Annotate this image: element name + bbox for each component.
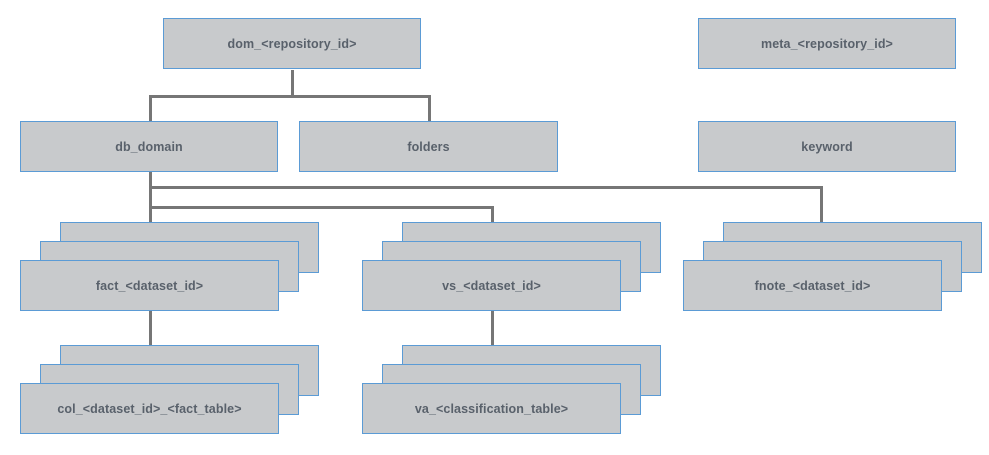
node-fnote-stack[interactable]: fnote_<dataset_id> bbox=[683, 222, 983, 312]
node-fact[interactable]: fact_<dataset_id> bbox=[20, 260, 279, 311]
edge-dom-to-db-domain bbox=[149, 95, 152, 122]
edge-dom-stem bbox=[291, 70, 294, 97]
edge-db-domain-bus-vs bbox=[149, 206, 494, 209]
node-fact-stack[interactable]: fact_<dataset_id> bbox=[20, 222, 320, 312]
node-dom[interactable]: dom_<repository_id> bbox=[163, 18, 421, 69]
node-vs-label: vs_<dataset_id> bbox=[442, 278, 541, 293]
node-va-stack[interactable]: va_<classification_table> bbox=[362, 345, 662, 435]
node-meta-label: meta_<repository_id> bbox=[761, 36, 893, 51]
node-db-domain-label: db_domain bbox=[115, 139, 183, 154]
edge-db-domain-stem bbox=[149, 171, 152, 209]
node-fnote[interactable]: fnote_<dataset_id> bbox=[683, 260, 942, 311]
node-keyword[interactable]: keyword bbox=[698, 121, 956, 172]
node-dom-label: dom_<repository_id> bbox=[227, 36, 357, 51]
node-col-label: col_<dataset_id>_<fact_table> bbox=[57, 401, 242, 416]
edge-dom-to-folders bbox=[428, 95, 431, 122]
node-folders-label: folders bbox=[407, 139, 450, 154]
node-col-stack[interactable]: col_<dataset_id>_<fact_table> bbox=[20, 345, 320, 435]
node-col[interactable]: col_<dataset_id>_<fact_table> bbox=[20, 383, 279, 434]
node-va[interactable]: va_<classification_table> bbox=[362, 383, 621, 434]
node-fact-label: fact_<dataset_id> bbox=[95, 278, 204, 293]
node-vs-stack[interactable]: vs_<dataset_id> bbox=[362, 222, 662, 312]
node-db-domain[interactable]: db_domain bbox=[20, 121, 278, 172]
node-va-label: va_<classification_table> bbox=[414, 401, 569, 416]
node-vs[interactable]: vs_<dataset_id> bbox=[362, 260, 621, 311]
node-fnote-label: fnote_<dataset_id> bbox=[754, 278, 871, 293]
node-meta[interactable]: meta_<repository_id> bbox=[698, 18, 956, 69]
edge-db-domain-bus-fnote bbox=[149, 186, 823, 189]
node-keyword-label: keyword bbox=[801, 139, 853, 154]
edge-dom-bus bbox=[149, 95, 431, 98]
node-folders[interactable]: folders bbox=[299, 121, 558, 172]
